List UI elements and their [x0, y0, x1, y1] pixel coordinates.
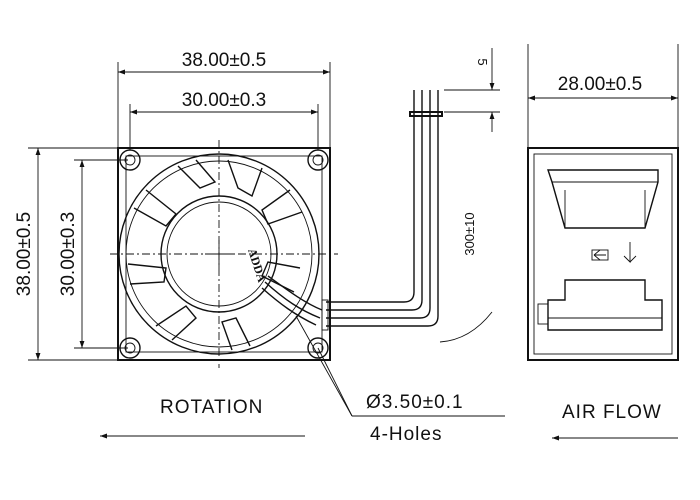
dim-hole-spacing-width: 30.00±0.3 [129, 90, 319, 150]
hole-spacing-width-label: 30.00±0.3 [182, 90, 266, 111]
flow-left-icon [593, 249, 606, 261]
overall-width-label: 38.00±0.5 [182, 50, 266, 71]
side-view [527, 147, 679, 361]
air-flow-indicator: AIR FLOW [552, 402, 678, 441]
brand-logo: ADDA [245, 247, 269, 285]
hole-count-label: 4-Holes [370, 424, 442, 445]
dim-depth: 28.00±0.5 [527, 44, 679, 148]
fan-blades [127, 159, 303, 351]
dim-overall-height: 38.00±0.5 [14, 147, 118, 361]
rotation-indicator: ROTATION [100, 397, 305, 439]
hole-diameter-label: Ø3.50±0.1 [366, 392, 464, 413]
rotation-label: ROTATION [160, 397, 263, 418]
fan-side-outline [527, 147, 679, 361]
hole-spacing-height-label: 30.00±0.3 [58, 212, 79, 296]
dim-overall-width: 38.00±0.5 [117, 50, 331, 148]
hole-callout: Ø3.50±0.1 4-Holes [295, 315, 505, 445]
lead-wires [326, 90, 443, 327]
flow-down-icon [623, 242, 637, 264]
air-flow-label: AIR FLOW [562, 402, 662, 423]
dim-hole-spacing-height: 30.00±0.3 [58, 159, 128, 349]
front-view: ADDA [110, 140, 338, 368]
wire-length-label: 300±10 [462, 212, 477, 255]
depth-label: 28.00±0.5 [558, 74, 642, 95]
strip-length-label: 5 [475, 58, 490, 65]
dim-strip-length: 5 [444, 48, 500, 132]
overall-height-label: 38.00±0.5 [14, 212, 35, 296]
dim-wire-length: 300±10 [439, 212, 493, 343]
